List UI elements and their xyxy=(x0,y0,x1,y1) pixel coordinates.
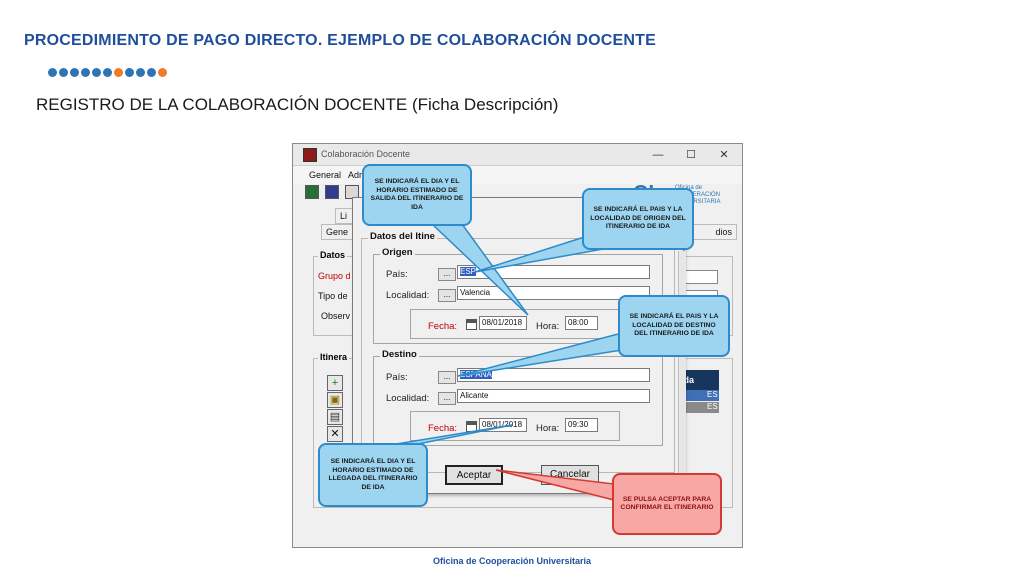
menu-administracion[interactable]: Adm xyxy=(348,170,367,180)
dot xyxy=(103,68,112,77)
minimize-button[interactable]: — xyxy=(652,149,664,161)
destino-hora-label: Hora: xyxy=(536,423,560,434)
table-row[interactable]: ES xyxy=(679,402,719,413)
grupo-label: Grupo d xyxy=(318,271,351,281)
calendar-icon[interactable] xyxy=(466,421,477,432)
tab-general[interactable]: Gene xyxy=(321,224,355,240)
origen-fecha-field[interactable]: 08/01/2018 xyxy=(479,316,527,330)
origen-pais-label: País: xyxy=(386,269,408,280)
origen-localidad-label: Localidad: xyxy=(386,290,430,301)
destino-fecha-field[interactable]: 08/01/2018 xyxy=(479,418,527,432)
save-icon[interactable] xyxy=(325,185,339,199)
dot xyxy=(147,68,156,77)
grid-header: ida xyxy=(679,370,719,390)
dot xyxy=(114,68,123,77)
destino-localidad-label: Localidad: xyxy=(386,393,430,404)
slide-subtitle: REGISTRO DE LA COLABORACIÓN DOCENTE (Fic… xyxy=(36,95,559,114)
table-row[interactable]: ES xyxy=(679,390,719,401)
add-icon[interactable]: + xyxy=(327,375,343,391)
window-titlebar: Colaboración Docente — ☐ ✕ xyxy=(293,144,742,166)
dot xyxy=(136,68,145,77)
menu-general[interactable]: General xyxy=(309,170,342,180)
edit-row-icon[interactable]: ▤ xyxy=(327,409,343,425)
close-button[interactable]: ✕ xyxy=(719,149,729,161)
origen-fecha-label: Fecha: xyxy=(428,321,458,332)
calendar-icon[interactable] xyxy=(466,319,477,330)
dot xyxy=(59,68,68,77)
callout-salida: SE INDICARÁ EL DIA Y EL HORARIO ESTIMADO… xyxy=(362,164,472,226)
destino-fecha-label: Fecha: xyxy=(428,423,458,434)
destino-pais-label: País: xyxy=(386,372,408,383)
destino-pais-field[interactable]: ESPAÑA xyxy=(457,368,650,382)
delete-icon[interactable]: ✕ xyxy=(327,426,343,442)
grupo-field[interactable] xyxy=(685,270,718,284)
slide-title: PROCEDIMIENTO DE PAGO DIRECTO. EJEMPLO D… xyxy=(24,32,657,49)
origen-hora-field[interactable]: 08:00 xyxy=(565,316,598,330)
dot xyxy=(125,68,134,77)
exit-icon[interactable] xyxy=(305,185,319,199)
tipo-label: Tipo de xyxy=(318,291,348,301)
dot xyxy=(158,68,167,77)
decorative-dots xyxy=(48,68,167,77)
destino-pais-lookup-button[interactable]: ... xyxy=(438,371,456,384)
dot xyxy=(70,68,79,77)
tab-otros[interactable]: dios xyxy=(685,224,737,240)
dot xyxy=(92,68,101,77)
origen-pais-lookup-button[interactable]: ... xyxy=(438,268,456,281)
origen-hora-label: Hora: xyxy=(536,321,560,332)
callout-origen: SE INDICARÁ EL PAIS Y LA LOCALIDAD DE OR… xyxy=(582,188,694,250)
maximize-button[interactable]: ☐ xyxy=(686,149,696,161)
accept-button[interactable]: Aceptar xyxy=(445,465,503,485)
open-folder-icon[interactable]: ▣ xyxy=(327,392,343,408)
dot xyxy=(81,68,90,77)
dot xyxy=(48,68,57,77)
destino-localidad-field[interactable]: Alicante xyxy=(457,389,650,403)
destino-localidad-lookup-button[interactable]: ... xyxy=(438,392,456,405)
destino-hora-field[interactable]: 09:30 xyxy=(565,418,598,432)
origen-pais-field[interactable]: ESP xyxy=(457,265,650,279)
window-title: Colaboración Docente xyxy=(321,149,411,159)
dialog-scrollbar[interactable] xyxy=(678,251,686,495)
origen-localidad-lookup-button[interactable]: ... xyxy=(438,289,456,302)
callout-aceptar: SE PULSA ACEPTAR PARA CONFIRMAR EL ITINE… xyxy=(612,473,722,535)
slide-footer: Oficina de Cooperación Universitaria xyxy=(432,556,592,566)
app-icon xyxy=(303,148,317,162)
observaciones-label: Observ xyxy=(321,311,351,321)
callout-llegada: SE INDICARÁ EL DIA Y EL HORARIO ESTIMADO… xyxy=(318,443,428,507)
cancel-button[interactable]: Cancelar xyxy=(541,465,599,485)
callout-destino: SE INDICARÁ EL PAIS Y LA LOCALIDAD DE DE… xyxy=(618,295,730,357)
